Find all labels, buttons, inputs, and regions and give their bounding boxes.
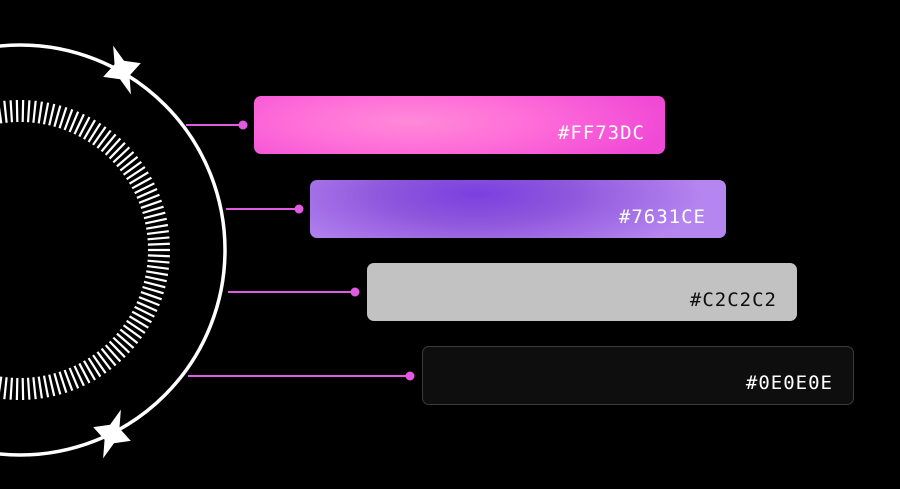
tick-mark — [42, 102, 50, 125]
tick-mark — [134, 305, 155, 318]
tick-mark — [26, 377, 31, 400]
tick-mark — [146, 264, 169, 270]
tick-mark — [147, 236, 170, 241]
tick-mark — [42, 375, 50, 398]
tick-mark — [144, 275, 167, 283]
tick-mark — [78, 362, 91, 384]
tick-mark — [96, 129, 112, 149]
tick-mark — [147, 242, 170, 246]
tick-mark — [108, 142, 126, 160]
tick-mark — [87, 122, 102, 143]
tick-mark — [9, 100, 14, 123]
tick-mark — [143, 211, 166, 220]
tick-mark — [53, 105, 62, 128]
tick-mark — [119, 155, 139, 172]
tick-mark — [134, 182, 155, 195]
connector-2 — [226, 204, 304, 214]
tick-mark — [83, 360, 96, 381]
tick-mark — [131, 176, 152, 190]
tick-mark — [143, 280, 166, 289]
tick-mark — [9, 377, 14, 400]
tick-mark — [58, 106, 68, 129]
tick-ring-icon — [0, 100, 170, 400]
tick-mark — [122, 324, 142, 340]
tick-mark — [138, 193, 160, 204]
tick-mark — [96, 351, 112, 371]
color-swatch-pink: #FF73DC — [254, 96, 665, 154]
tick-mark — [126, 319, 146, 334]
tick-mark — [147, 254, 170, 258]
tick-mark — [142, 285, 164, 295]
tick-mark — [128, 315, 149, 329]
tick-mark — [146, 223, 169, 230]
tick-mark — [83, 119, 96, 140]
tick-mark — [78, 116, 91, 138]
tick-mark — [68, 367, 80, 389]
tick-mark — [136, 301, 158, 313]
tick-mark — [0, 107, 3, 124]
tick-mark — [48, 103, 56, 126]
tick-mark — [116, 151, 135, 168]
connector-1 — [186, 120, 248, 130]
connector-4 — [188, 371, 415, 381]
tick-mark — [122, 160, 142, 176]
tick-mark — [92, 354, 107, 374]
tick-mark — [73, 365, 85, 387]
tick-mark — [104, 344, 122, 363]
tick-mark — [0, 376, 3, 393]
hex-label-gray: #C2C2C2 — [689, 289, 777, 311]
hex-label-purple: #7631CE — [618, 206, 706, 228]
tick-mark — [3, 377, 8, 400]
tick-mark — [119, 328, 139, 345]
tick-mark — [112, 336, 131, 354]
color-swatch-purple: #7631CE — [310, 180, 726, 238]
tick-mark — [92, 126, 107, 146]
tick-mark — [68, 111, 80, 133]
tick-mark — [131, 310, 152, 324]
tick-mark — [136, 187, 158, 199]
tick-mark — [37, 101, 43, 124]
outer-ring — [0, 43, 227, 457]
tick-mark — [140, 199, 163, 209]
tick-mark — [3, 100, 8, 123]
tick-mark — [58, 371, 68, 394]
tick-mark — [100, 347, 117, 367]
tick-mark — [112, 146, 131, 164]
tick-mark — [100, 133, 117, 153]
hex-label-black: #0E0E0E — [745, 372, 833, 394]
tick-mark — [37, 376, 43, 399]
tick-mark — [63, 109, 74, 131]
tick-mark — [63, 369, 74, 391]
tick-mark — [32, 100, 37, 123]
tick-mark — [142, 205, 164, 215]
tick-mark — [73, 113, 85, 135]
tick-mark — [104, 137, 122, 156]
tick-mark — [128, 171, 149, 185]
tick-mark — [26, 100, 31, 123]
tick-mark — [147, 259, 170, 264]
tick-mark — [53, 372, 62, 395]
star-icon-bottom — [93, 409, 131, 459]
tick-mark — [126, 166, 146, 181]
tick-mark — [140, 291, 163, 301]
connector-3 — [228, 287, 360, 297]
color-swatch-black: #0E0E0E — [422, 346, 854, 405]
tick-mark — [87, 357, 102, 378]
tick-mark — [116, 332, 135, 349]
hex-label-pink: #FF73DC — [557, 122, 645, 144]
color-swatch-gray: #C2C2C2 — [367, 263, 797, 321]
star-icon-top — [103, 45, 141, 95]
tick-mark — [146, 230, 169, 236]
tick-mark — [108, 340, 126, 358]
tick-mark — [32, 377, 37, 400]
tick-mark — [138, 296, 160, 307]
tick-mark — [48, 374, 56, 397]
tick-mark — [146, 270, 169, 277]
tick-mark — [144, 217, 167, 225]
